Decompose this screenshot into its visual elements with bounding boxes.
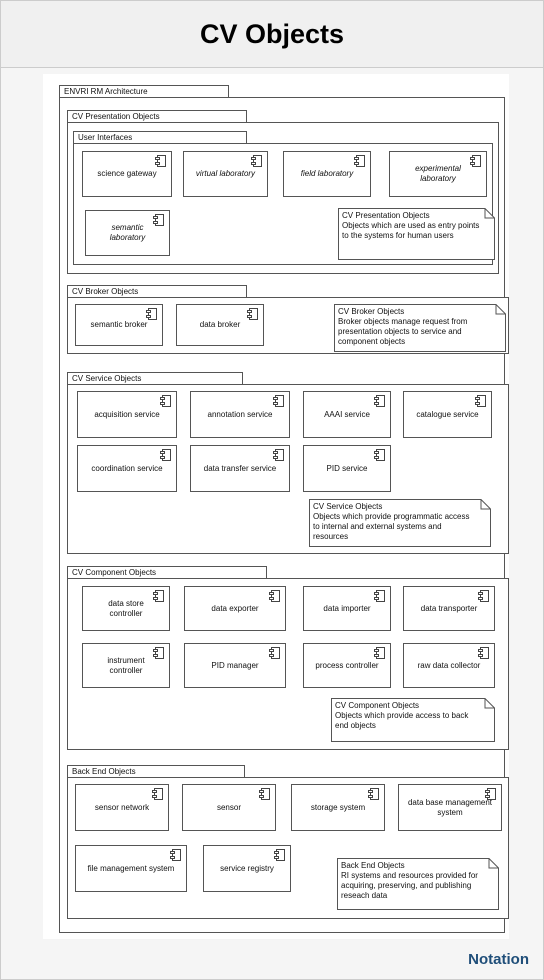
note-shape — [331, 698, 495, 742]
component-sensor: sensor — [182, 784, 276, 831]
component-icon — [152, 788, 163, 800]
component-icon — [368, 788, 379, 800]
component-virtual-laboratory: virtual laboratory — [183, 151, 268, 197]
note-text: Objects which provide access to back end… — [335, 711, 469, 730]
component-coordination-service: coordination service — [77, 445, 177, 492]
architecture-diagram: ENVRI RM Architecture CV Presentation Ob… — [43, 74, 509, 939]
component-icon — [269, 590, 280, 602]
component-science-gateway: science gateway — [82, 151, 172, 197]
component-data-transfer-service: data transfer service — [190, 445, 290, 492]
component-icon — [251, 155, 262, 167]
component-file-management-system: file management system — [75, 845, 187, 892]
note-title: CV Component Objects — [335, 701, 420, 710]
component-icon — [155, 155, 166, 167]
component-icon — [153, 647, 164, 659]
component-process-controller: process controller — [303, 643, 391, 688]
component-icon — [153, 214, 164, 226]
component-data-importer: data importer — [303, 586, 391, 631]
note-shape — [309, 499, 491, 547]
component-aaai-service: AAAI service — [303, 391, 391, 438]
component-data-store-controller: data store controller — [82, 586, 170, 631]
component-icon — [470, 155, 481, 167]
component-raw-data-collector: raw data collector — [403, 643, 495, 688]
component-icon — [475, 395, 486, 407]
note-shape — [337, 858, 499, 910]
note-text: Objects which provide programmatic acces… — [313, 512, 470, 541]
component-experimental-laboratory: experimental laboratory — [389, 151, 487, 197]
component-service-registry: service registry — [203, 845, 291, 892]
component-data-base-management-system: data base management system — [398, 784, 502, 831]
component-icon — [273, 395, 284, 407]
component-catalogue-service: catalogue service — [403, 391, 492, 438]
component-icon — [269, 647, 280, 659]
note-title: CV Presentation Objects — [342, 211, 430, 220]
component-icon — [274, 849, 285, 861]
note-title: CV Broker Objects — [338, 307, 405, 316]
component-icon — [146, 308, 157, 320]
component-icon — [160, 449, 171, 461]
note-text: Broker objects manage request from prese… — [338, 317, 468, 346]
component-data-exporter: data exporter — [184, 586, 286, 631]
component-icon — [485, 788, 496, 800]
note-shape — [338, 208, 495, 260]
component-field-laboratory: field laboratory — [283, 151, 371, 197]
component-icon — [160, 395, 171, 407]
component-instrument-controller: instrument controller — [82, 643, 170, 688]
note-text: RI systems and resources provided for ac… — [341, 871, 478, 900]
notation-link[interactable]: Notation — [468, 951, 529, 968]
component-data-transporter: data transporter — [403, 586, 495, 631]
component-icon — [354, 155, 365, 167]
note-text: Objects which are used as entry points t… — [342, 221, 480, 240]
component-icon — [153, 590, 164, 602]
component-icon — [374, 590, 385, 602]
note-title: CV Service Objects — [313, 502, 383, 511]
component-icon — [259, 788, 270, 800]
page-title: CV Objects — [199, 19, 345, 49]
component-icon — [247, 308, 258, 320]
component-icon — [170, 849, 181, 861]
panel-header: CV Objects — [1, 1, 543, 68]
component-icon — [273, 449, 284, 461]
component-icon — [374, 395, 385, 407]
component-icon — [374, 647, 385, 659]
note-title: Back End Objects — [341, 861, 405, 870]
component-storage-system: storage system — [291, 784, 385, 831]
component-data-broker: data broker — [176, 304, 264, 346]
component-semantic-broker: semantic broker — [75, 304, 163, 346]
component-pid-service: PID service — [303, 445, 391, 492]
component-icon — [478, 590, 489, 602]
component-icon — [374, 449, 385, 461]
component-annotation-service: annotation service — [190, 391, 290, 438]
note-shape — [334, 304, 506, 352]
component-icon — [478, 647, 489, 659]
component-pid-manager: PID manager — [184, 643, 286, 688]
component-acquisition-service: acquisition service — [77, 391, 177, 438]
component-sensor-network: sensor network — [75, 784, 169, 831]
component-semantic-laboratory: semantic laboratory — [85, 210, 170, 256]
